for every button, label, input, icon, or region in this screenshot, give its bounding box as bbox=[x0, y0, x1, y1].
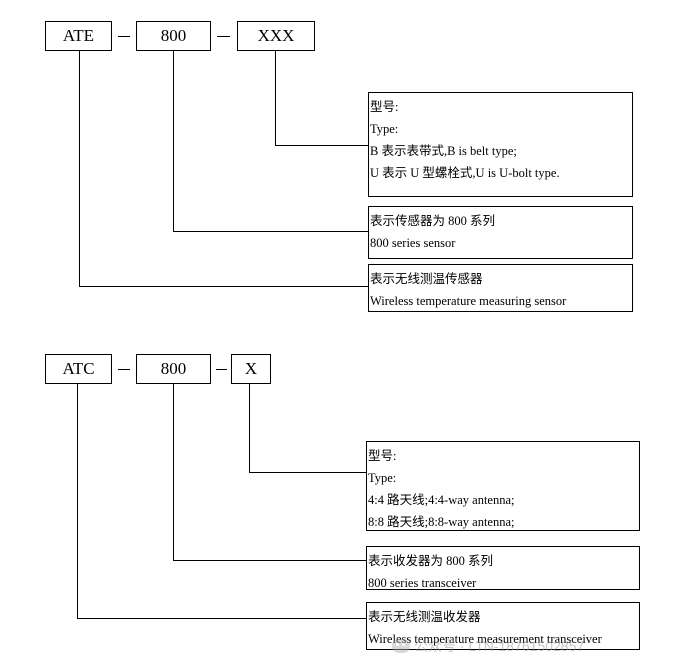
dash-separator bbox=[118, 36, 130, 37]
dash-separator bbox=[216, 369, 227, 370]
connector-line bbox=[249, 384, 250, 473]
connector-line bbox=[77, 618, 366, 619]
watermark-text: 公众号 · LTN-18761502857 bbox=[414, 638, 585, 654]
connector-line bbox=[173, 560, 366, 561]
description-line: 800 series sensor bbox=[370, 236, 456, 250]
description-line: 型号: bbox=[370, 100, 399, 114]
code-box-800: 800 bbox=[136, 354, 211, 384]
code-box-atc: ATC bbox=[45, 354, 112, 384]
watermark: 公众号 · LTN-18761502857 bbox=[392, 636, 584, 656]
code-box-x: X bbox=[231, 354, 271, 384]
description-line: 表示收发器为 800 系列 bbox=[368, 554, 494, 568]
series-description-box: 表示传感器为 800 系列 800 series sensor bbox=[368, 206, 633, 259]
description-line: 4:4 路天线;4:4-way antenna; bbox=[368, 493, 515, 507]
connector-line bbox=[275, 145, 368, 146]
connector-line bbox=[173, 384, 174, 561]
product-description-box: 表示无线测温收发器 Wireless temperature measureme… bbox=[366, 602, 640, 650]
connector-line bbox=[79, 286, 368, 287]
description-line: 表示传感器为 800 系列 bbox=[370, 214, 496, 228]
code-box-ate: ATE bbox=[45, 21, 112, 51]
description-line: U 表示 U 型螺栓式,U is U-bolt type. bbox=[370, 166, 560, 180]
description-line: 表示无线测温传感器 bbox=[370, 272, 483, 286]
code-box-800: 800 bbox=[136, 21, 211, 51]
description-line: Type: bbox=[370, 122, 399, 136]
description-line: Wireless temperature measurement transce… bbox=[368, 632, 602, 646]
type-description-box: 型号: Type: 4:4 路天线;4:4-way antenna; 8:8 路… bbox=[366, 441, 640, 531]
description-line: Wireless temperature measuring sensor bbox=[370, 294, 567, 308]
description-line: Type: bbox=[368, 471, 397, 485]
dash-separator bbox=[118, 369, 130, 370]
type-description-box: 型号: Type: B 表示表带式,B is belt type; U 表示 U… bbox=[368, 92, 633, 197]
description-line: 表示无线测温收发器 bbox=[368, 610, 481, 624]
description-line: 型号: bbox=[368, 449, 397, 463]
connector-line bbox=[173, 51, 174, 232]
connector-line bbox=[249, 472, 366, 473]
code-box-xxx: XXX bbox=[237, 21, 315, 51]
description-line: 8:8 路天线;8:8-way antenna; bbox=[368, 515, 515, 529]
connector-line bbox=[79, 51, 80, 287]
dash-separator bbox=[217, 36, 230, 37]
wechat-icon bbox=[392, 639, 410, 653]
series-description-box: 表示收发器为 800 系列 800 series transceiver bbox=[366, 546, 640, 590]
description-line: 800 series transceiver bbox=[368, 576, 477, 590]
connector-line bbox=[77, 384, 78, 619]
description-line: B 表示表带式,B is belt type; bbox=[370, 144, 517, 158]
connector-line bbox=[173, 231, 368, 232]
product-description-box: 表示无线测温传感器 Wireless temperature measuring… bbox=[368, 264, 633, 312]
connector-line bbox=[275, 51, 276, 146]
